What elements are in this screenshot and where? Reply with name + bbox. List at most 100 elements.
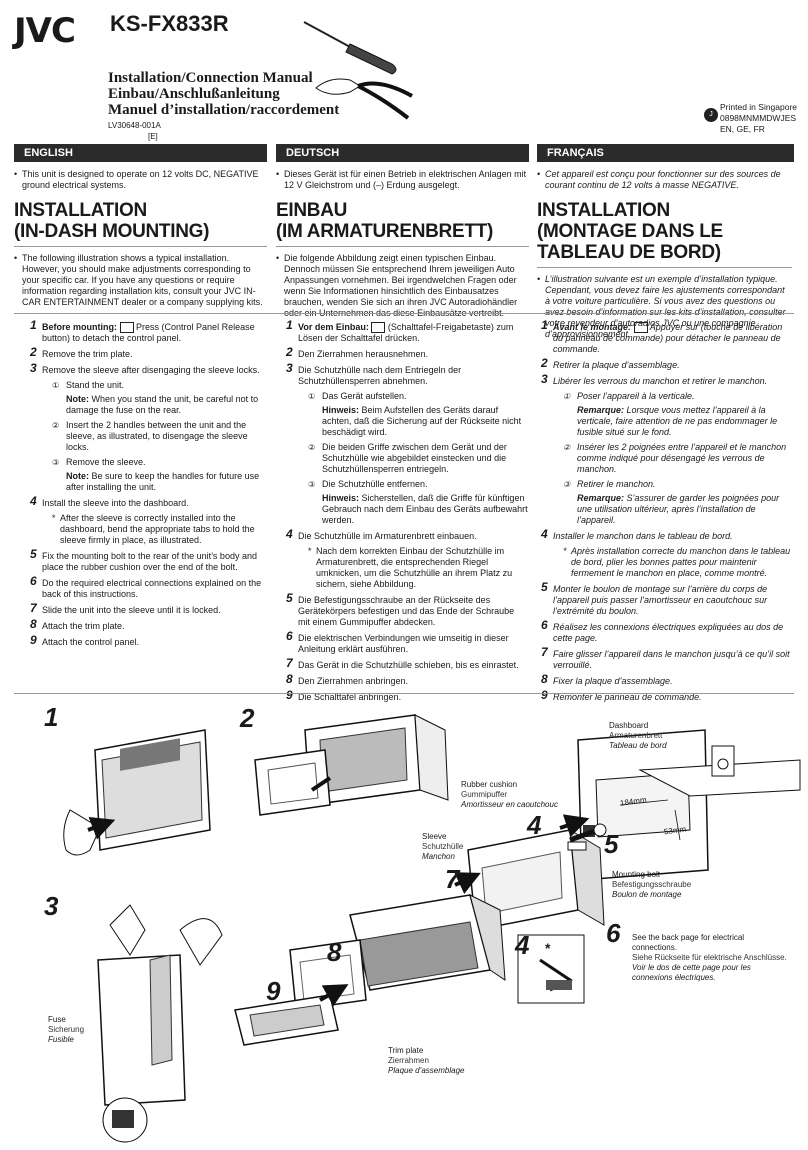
power-note: This unit is designed to operate on 12 v… — [14, 169, 267, 191]
brand-logo: JVC — [14, 11, 76, 51]
jvc-seal-icon: J — [704, 108, 718, 122]
divider — [537, 267, 792, 268]
dashboard-drawing — [577, 729, 801, 881]
step-4-note: Nach dem korrekten Einbau der Schutzhüll… — [298, 546, 528, 590]
heading-installation: INSTALLATION — [14, 200, 147, 221]
release-button-icon — [633, 322, 648, 334]
label-mounting-bolt: Mounting bolt Befestigungsschraube Boulo… — [612, 870, 692, 899]
title-fr: Manuel d’installation/raccordement — [108, 102, 340, 118]
note-3c: Hinweis: Sicherstellen, daß die Griffe f… — [322, 493, 528, 526]
dim-line-height — [674, 809, 681, 841]
printed-in: Printed in Singapore — [720, 102, 798, 112]
label-rubber-cushion: Rubber cushion Gummipuffer Amortisseur e… — [461, 780, 558, 809]
dim-line-width — [619, 799, 669, 806]
fig-number-6: 6 — [606, 918, 621, 948]
label-trim-plate: Trim plate Zierrahmen Plaque d’assemblag… — [388, 1046, 465, 1075]
arrow-step4 — [559, 814, 590, 838]
divider — [276, 246, 529, 247]
screwdriver-icon — [303, 21, 397, 75]
fig4-tab-inset — [517, 934, 585, 1004]
note-3c: Remarque: S’assurer de garder les poigné… — [577, 493, 780, 526]
fig-number-4: 4 — [527, 810, 542, 840]
illustration-note: L’illustration suivante est un exemple d… — [537, 274, 792, 340]
power-note: Cet appareil est conçu pour fonctionner … — [537, 169, 792, 191]
fig2-sleeve-drawing — [254, 714, 449, 816]
illustration-note: Die folgende Abbildung zeigt einen typis… — [276, 253, 529, 319]
section-divider — [14, 313, 794, 314]
tools-illustration — [303, 21, 413, 120]
unit-drawing — [234, 894, 506, 1046]
power-note: Dieses Gerät ist für einen Betrieb in el… — [276, 169, 529, 191]
label-sleeve: Sleeve Schutzhülle Manchon — [422, 832, 464, 861]
label-fuse: Fuse Sicherung Fusible — [48, 1015, 85, 1044]
label-dashboard: Dashboard Armaturenbrett Tableau de bord — [609, 721, 667, 750]
divider — [14, 246, 267, 247]
heading-subtitle: (IM ARMATURENBRETT) — [276, 221, 493, 242]
sleeve-drawing — [467, 825, 605, 931]
figure-divider — [14, 693, 794, 694]
fig-number-3: 3 — [44, 891, 59, 921]
doc-region: [E] — [148, 132, 158, 141]
fig3-unit-upright — [97, 904, 223, 1143]
english-intro: This unit is designed to operate on 12 v… — [14, 169, 267, 308]
deutsch-intro: Dieses Gerät ist für einen Betrieb in el… — [276, 169, 529, 319]
asterisk-mark: * — [545, 940, 551, 956]
bar-english: ENGLISH — [14, 144, 267, 162]
document-id: LV30648-001A [E] — [108, 120, 161, 142]
note-3a: Note: When you stand the unit, be carefu… — [66, 394, 259, 416]
heading-installation: INSTALLATION — [537, 200, 670, 221]
heading-subtitle: (MONTAGE DANS LE TABLEAU DE BORD) — [537, 221, 723, 263]
pliers-icon — [315, 78, 413, 120]
title-de: Einbau/Anschlußanleitung — [108, 86, 280, 102]
doc-number: LV30648-001A — [108, 121, 161, 130]
heading-installation: EINBAU — [276, 200, 348, 221]
installation-diagram — [63, 714, 801, 1143]
languages: EN, GE, FR — [720, 124, 765, 134]
arrow-step9 — [319, 984, 349, 1007]
fig-number-4b: 4 — [515, 930, 530, 960]
note-3a: Remarque: Lorsque vous mettez l’appareil… — [577, 405, 778, 438]
step-4-note: Après installation correcte du manchon d… — [553, 546, 793, 579]
bar-francais: FRANÇAIS — [537, 144, 794, 162]
fig-number-2: 2 — [240, 703, 255, 733]
fig-number-9: 9 — [266, 976, 281, 1006]
manual-titles: Installation/Connection Manual Einbau/An… — [108, 70, 339, 118]
print-code: 0898MNMMDWJES — [720, 113, 797, 123]
heading-subtitle: (IN-DASH MOUNTING) — [14, 221, 210, 242]
release-button-icon — [371, 322, 386, 334]
fig-number-1: 1 — [44, 702, 59, 732]
step-4-note: After the sleeve is correctly installed … — [42, 513, 266, 546]
fig1-panel-drawing — [63, 729, 211, 856]
